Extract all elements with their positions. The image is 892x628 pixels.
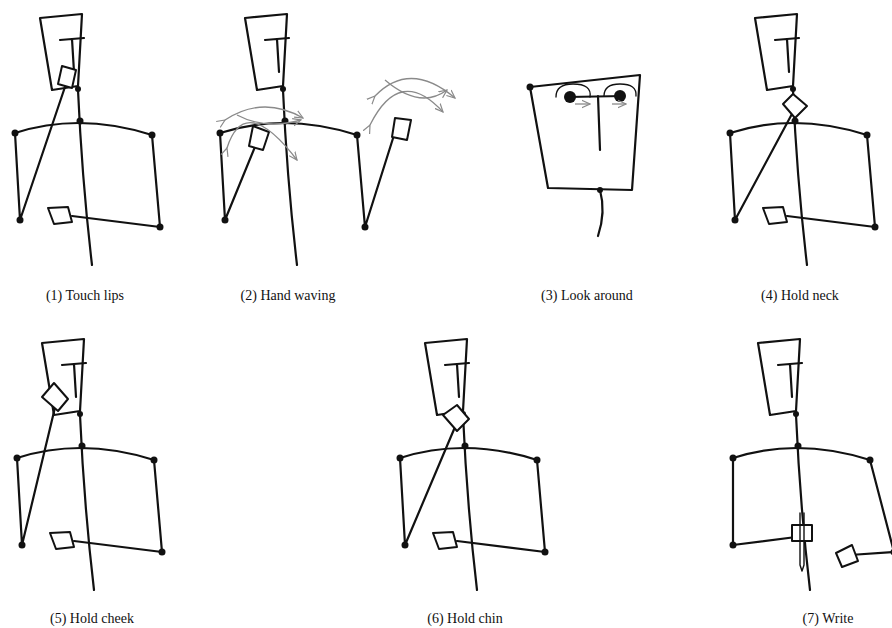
look-around-figure [527,75,641,236]
write-figure [730,339,892,590]
panel-caption: (7) Write [803,611,854,627]
panel-caption: (4) Hold neck [761,288,839,304]
hold-cheek-figure [14,339,166,590]
panel-caption: (2) Hand waving [241,288,336,304]
panel-caption: (1) Touch lips [46,288,124,304]
hold-neck-figure [727,14,879,265]
panel-caption: (3) Look around [541,288,633,304]
touch-lips-figure [12,14,164,265]
hand-waving-figure [217,14,456,265]
panel-caption: (5) Hold cheek [50,611,134,627]
panel-caption: (6) Hold chin [427,611,502,627]
hold-chin-figure [397,339,549,590]
